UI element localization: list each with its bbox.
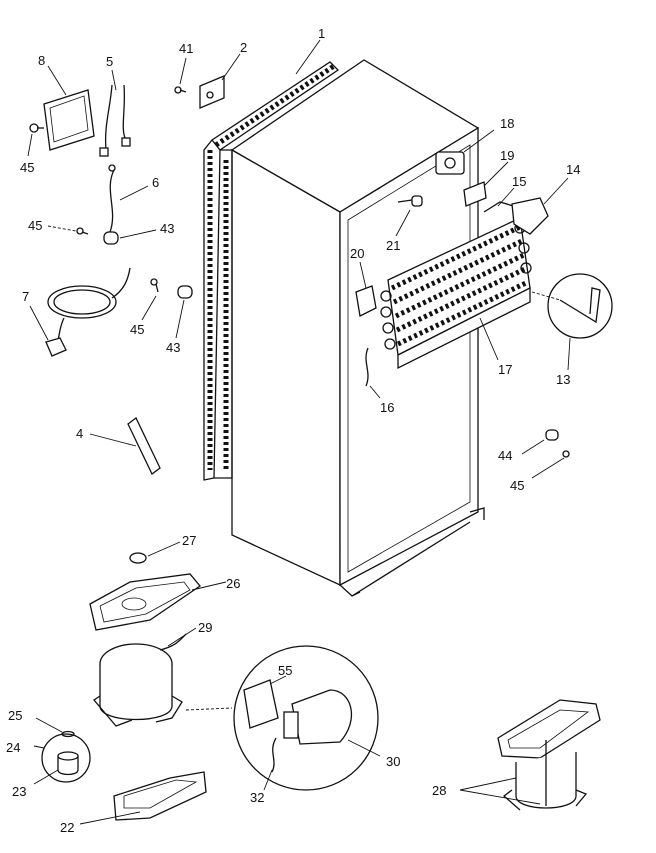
part-27-nut: [129, 541, 181, 564]
part-19-bracket: [463, 161, 509, 207]
callout-7: 7: [22, 289, 29, 304]
part-26-drain-pan: [89, 573, 227, 631]
callout-29: 29: [198, 620, 212, 635]
part-43-clip-a: [103, 229, 157, 245]
part-23-grommet: [33, 751, 79, 785]
part-13-detail: [531, 273, 613, 371]
callout-2: 2: [240, 40, 247, 55]
condenser-coil: [203, 61, 340, 481]
part-2-bracket: [199, 53, 241, 109]
part-30-relay: [283, 689, 381, 757]
callout-45-b: 45: [28, 218, 42, 233]
callout-23: 23: [12, 784, 26, 799]
callout-41: 41: [179, 41, 193, 56]
part-18-control: [435, 129, 495, 175]
callout-32: 32: [250, 790, 264, 805]
part-45-screw-b: [47, 225, 89, 235]
callout-25: 25: [8, 708, 22, 723]
callout-26: 26: [226, 576, 240, 591]
callout-27: 27: [182, 533, 196, 548]
callout-labels: 1 2 41 8 5 45 6 45 43 7 45 43 18 19 15 1…: [6, 26, 580, 835]
callout-14: 14: [566, 162, 580, 177]
callout-18: 18: [500, 116, 514, 131]
leader-1: [295, 39, 321, 75]
callout-6: 6: [152, 175, 159, 190]
part-4-bracket: [89, 417, 161, 475]
part-45-screw-a: [27, 123, 44, 157]
callout-20: 20: [350, 246, 364, 261]
leader-17: [479, 317, 499, 361]
part-21-sensor: [395, 195, 423, 237]
relay-detail-circle: [233, 645, 379, 791]
part-43-clip-b: [175, 285, 193, 339]
callout-24: 24: [6, 740, 20, 755]
callout-45-a: 45: [20, 160, 34, 175]
part-45-screw-c: [141, 278, 159, 321]
part-7-power-cord: [29, 267, 131, 357]
part-14-cover: [511, 177, 569, 235]
part-5-wires: [99, 69, 131, 157]
callout-22: 22: [60, 820, 74, 835]
part-44-clip: [521, 429, 559, 455]
part-8-panel: [43, 65, 95, 151]
callout-15: 15: [512, 174, 526, 189]
part-20-bracket: [355, 261, 377, 317]
callout-5: 5: [106, 54, 113, 69]
callout-19: 19: [500, 148, 514, 163]
callout-44: 44: [498, 448, 512, 463]
callout-45-c: 45: [130, 322, 144, 337]
callout-55: 55: [278, 663, 292, 678]
callout-45-d: 45: [510, 478, 524, 493]
part-32-wire: [263, 737, 277, 791]
callout-30: 30: [386, 754, 400, 769]
part-16-wire: [365, 347, 381, 399]
callout-13: 13: [556, 372, 570, 387]
evaporator: [380, 217, 532, 370]
callout-17: 17: [498, 362, 512, 377]
callout-43-b: 43: [166, 340, 180, 355]
part-22-bracket: [79, 771, 207, 825]
part-28-compressor-assembly: [459, 699, 601, 811]
callout-8: 8: [38, 53, 45, 68]
callout-28: 28: [432, 783, 446, 798]
callout-43-a: 43: [160, 221, 174, 236]
callout-16: 16: [380, 400, 394, 415]
callout-4: 4: [76, 426, 83, 441]
callout-1: 1: [318, 26, 325, 41]
part-24-detail: [33, 733, 91, 783]
part-41-screw: [174, 57, 187, 94]
part-29-compressor: [93, 627, 233, 727]
callout-21: 21: [386, 238, 400, 253]
part-6-harness: [108, 164, 149, 233]
part-45-screw-d: [531, 450, 570, 479]
